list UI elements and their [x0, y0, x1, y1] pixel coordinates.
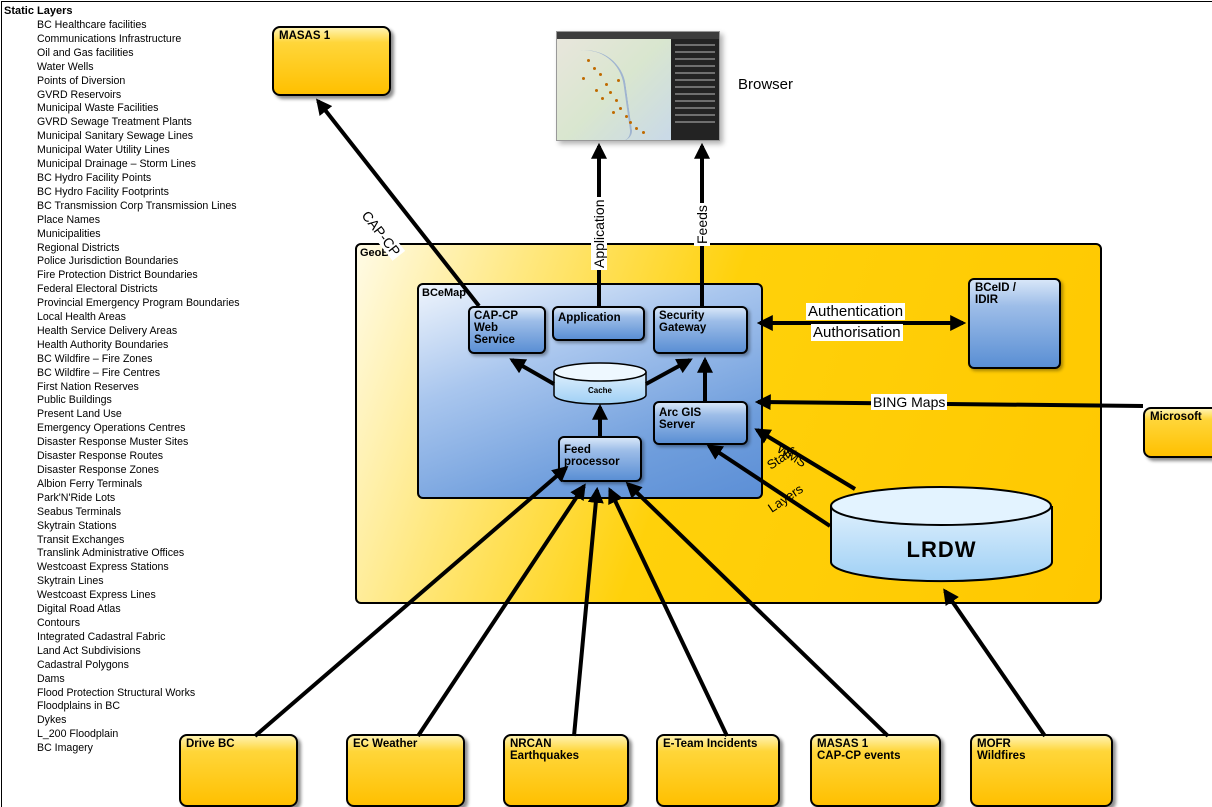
static-layer-item: Regional Districts — [37, 241, 120, 254]
static-layer-item: Municipalities — [37, 227, 101, 240]
eteam-label: E-Team Incidents — [663, 738, 758, 750]
static-layer-item: BC Healthcare facilities — [37, 19, 147, 31]
static-layer-item: Translink Administrative Offices — [37, 547, 185, 560]
static-layer-item: Digital Road Atlas — [37, 603, 121, 616]
microsoft-label: Microsoft — [1150, 411, 1202, 423]
bceid-label: BCeID / IDIR — [975, 282, 1016, 306]
bceid-node: BCeID / IDIR — [968, 278, 1061, 369]
static-layer-item: BC Transmission Corp Transmission Lines — [37, 199, 237, 212]
ec-weather-node: EC Weather — [346, 734, 465, 807]
static-layer-item: Public Buildings — [37, 394, 112, 407]
edge-label-authentication: Authentication — [806, 303, 906, 320]
masas-events-label: MASAS 1 CAP-CP events — [817, 738, 901, 762]
static-layer-item: Dams — [37, 672, 65, 685]
static-layer-item: BC Wildfire – Fire Centres — [37, 366, 161, 379]
browser-label: Browser — [738, 76, 794, 93]
static-layer-item: Present Land Use — [37, 408, 122, 421]
static-layer-item: BC Imagery — [37, 742, 93, 755]
static-layer-item: GVRD Sewage Treatment Plants — [37, 116, 192, 129]
static-layer-item: Health Authority Boundaries — [37, 338, 169, 351]
static-layer-item: Contours — [37, 616, 80, 629]
static-layer-item: Skytrain Stations — [37, 519, 117, 532]
static-layer-item: Flood Protection Structural Works — [37, 686, 196, 699]
arcgis-node: Arc GIS Server — [653, 401, 748, 445]
masas-events-node: MASAS 1 CAP-CP events — [810, 734, 941, 807]
static-layer-item: Dykes — [37, 714, 67, 727]
mofr-node: MOFR Wildfires — [970, 734, 1113, 807]
cache-label: Cache — [587, 386, 612, 395]
edge-label-authorisation: Authorisation — [811, 324, 903, 341]
edge-label-feeds: Feeds — [694, 203, 710, 246]
static-layer-item: Municipal Drainage – Storm Lines — [37, 158, 196, 171]
eteam-node: E-Team Incidents — [656, 734, 780, 807]
static-layer-item: Skytrain Lines — [37, 575, 104, 588]
static-layer-item: Municipal Sanitary Sewage Lines — [37, 130, 194, 143]
static-layer-item: Disaster Response Muster Sites — [37, 436, 189, 449]
static-layer-item: Land Act Subdivisions — [37, 644, 141, 657]
edge-label-bing-maps: BING Maps — [871, 394, 948, 410]
static-layer-item: Transit Exchanges — [37, 533, 125, 546]
application-node: Application — [552, 306, 645, 341]
static-layer-item: Disaster Response Zones — [37, 464, 159, 476]
static-layer-item: Park'N'Ride Lots — [37, 491, 116, 504]
static-layer-item: BC Hydro Facility Footprints — [37, 185, 169, 198]
application-label: Application — [558, 312, 621, 324]
microsoft-node: Microsoft — [1143, 407, 1212, 458]
static-layer-item: Emergency Operations Centres — [37, 422, 186, 435]
masas-top-label: MASAS 1 — [279, 30, 331, 42]
static-layer-item: Place Names — [37, 213, 100, 226]
static-layer-item: Albion Ferry Terminals — [37, 477, 143, 490]
static-layer-item: Cadastral Polygons — [37, 658, 129, 671]
static-layer-item: Communications Infrastructure — [37, 32, 182, 45]
nrcan-node: NRCAN Earthquakes — [503, 734, 629, 807]
edge-label-application: Application — [591, 197, 607, 270]
static-layer-item: Disaster Response Routes — [37, 450, 164, 463]
mofr-label: MOFR Wildfires — [977, 738, 1026, 762]
static-layer-item: Oil and Gas facilities — [37, 46, 134, 59]
lrdw-label: LRDW — [906, 537, 977, 562]
drive-bc-label: Drive BC — [186, 738, 235, 750]
arcgis-label: Arc GIS Server — [659, 407, 702, 431]
static-layer-item: L_200 Floodplain — [37, 728, 119, 741]
static-layer-item: Local Health Areas — [37, 311, 126, 324]
static-layers-title: Static Layers — [4, 5, 73, 17]
static-layer-item: Floodplains in BC — [37, 700, 121, 713]
security-gateway-node: Security Gateway — [653, 306, 748, 354]
static-layer-item: BC Wildfire – Fire Zones — [37, 352, 153, 365]
static-layer-item: Health Service Delivery Areas — [37, 324, 178, 337]
feed-processor-label: Feed processor — [564, 444, 620, 468]
static-layer-item: Municipal Water Utility Lines — [37, 144, 170, 157]
nrcan-label: NRCAN Earthquakes — [510, 738, 580, 762]
static-layer-item: Points of Diversion — [37, 74, 126, 87]
feed-processor-node: Feed processor — [558, 436, 642, 482]
static-layer-item: Seabus Terminals — [37, 505, 122, 518]
static-layer-item: Westcoast Express Lines — [37, 589, 156, 602]
static-layer-item: Provincial Emergency Program Boundaries — [37, 297, 240, 310]
masas-top-node: MASAS 1 — [272, 26, 391, 96]
ec-weather-label: EC Weather — [353, 738, 418, 750]
cap-cp-service-node: CAP-CP Web Service — [468, 306, 546, 354]
static-layer-item: Integrated Cadastral Fabric — [37, 630, 166, 643]
static-layer-item: BC Hydro Facility Points — [37, 171, 152, 184]
static-layer-item: Fire Protection District Boundaries — [37, 269, 198, 282]
static-layer-item: Water Wells — [37, 60, 94, 73]
static-layer-item: Federal Electoral Districts — [37, 283, 158, 296]
static-layer-item: Police Jurisdiction Boundaries — [37, 255, 179, 268]
static-layer-item: Westcoast Express Stations — [37, 561, 169, 574]
drive-bc-node: Drive BC — [179, 734, 298, 807]
static-layer-item: Municipal Waste Facilities — [37, 102, 159, 115]
static-layer-item: GVRD Reservoirs — [37, 88, 122, 101]
static-layer-item: First Nation Reserves — [37, 380, 139, 393]
browser-screenshot — [556, 31, 720, 141]
bcemap-label: BCeMap — [422, 287, 467, 299]
security-gateway-label: Security Gateway — [659, 310, 707, 334]
cap-cp-service-label: CAP-CP Web Service — [474, 310, 519, 346]
